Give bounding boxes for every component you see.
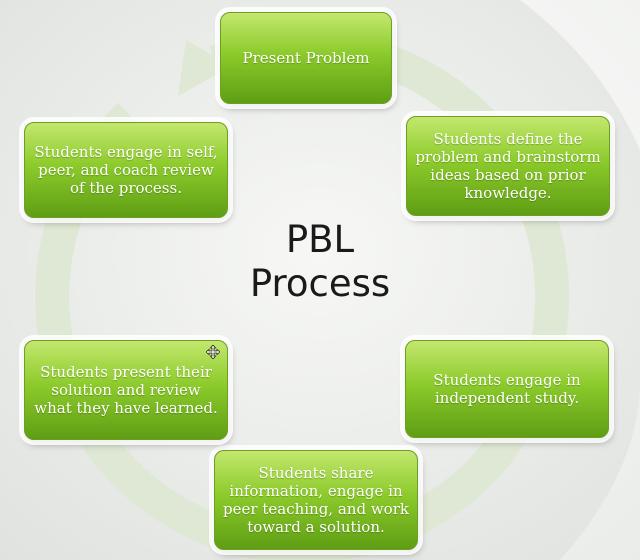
step-review-process: Students engage in self, peer, and coach… <box>24 122 228 218</box>
step-label: Students present their solution and revi… <box>34 363 218 417</box>
diagram-title: PBL Process <box>210 218 430 306</box>
step-present-problem: Present Problem <box>220 12 392 104</box>
step-label: Students define the problem and brainsto… <box>415 130 601 202</box>
step-present-solution: Students present their solution and revi… <box>24 340 228 440</box>
step-share-information: Students share information, engage in pe… <box>214 450 418 550</box>
step-label: Present Problem <box>242 49 370 67</box>
move-cursor-icon <box>206 345 220 359</box>
step-define-problem: Students define the problem and brainsto… <box>406 116 610 216</box>
step-label: Students engage in self, peer, and coach… <box>34 143 218 197</box>
step-independent-study: Students engage in independent study. <box>405 340 609 438</box>
title-line-2: Process <box>249 262 391 305</box>
title-line-1: PBL <box>285 218 355 261</box>
step-label: Students share information, engage in pe… <box>223 464 409 536</box>
cycle-arrow <box>35 29 570 560</box>
step-label: Students engage in independent study. <box>433 371 581 407</box>
